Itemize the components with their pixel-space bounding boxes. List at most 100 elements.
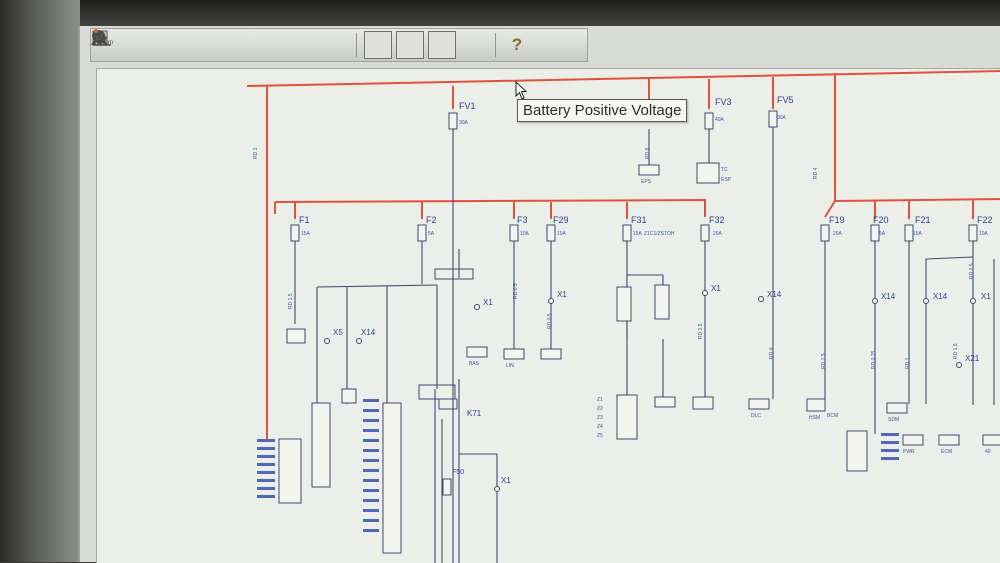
rotate-left-icon[interactable] bbox=[94, 30, 317, 59]
fuse-label-f21: F21 bbox=[915, 215, 931, 225]
svg-text:RD 0.5: RD 0.5 bbox=[547, 313, 553, 329]
signal-wires bbox=[294, 127, 995, 563]
hover-tooltip: Battery Positive Voltage bbox=[517, 99, 688, 122]
svg-text:RD 1.5: RD 1.5 bbox=[953, 343, 959, 359]
load-boxes bbox=[278, 162, 1000, 554]
connector-label-x1: X1 bbox=[557, 290, 567, 299]
magnifier-icon[interactable] bbox=[91, 30, 221, 59]
connector-label-x5: X5 bbox=[333, 328, 343, 337]
connector-label-x1: X1 bbox=[483, 298, 493, 307]
connector-label-x14: X14 bbox=[933, 292, 948, 301]
fuse-rating-f31: 15A bbox=[633, 231, 643, 237]
connector-label-x1: X1 bbox=[981, 292, 991, 301]
connector-label-x1: X1 bbox=[711, 284, 721, 293]
svg-text:mm: mm bbox=[103, 40, 113, 46]
page-references bbox=[257, 399, 899, 532]
fuse-label-f50: F50 bbox=[452, 469, 464, 476]
fuse-label-f29: F29 bbox=[553, 215, 569, 225]
svg-text:RD 1.5: RD 1.5 bbox=[821, 353, 827, 369]
wiring-diagram: FV1 FV3 FV5 F1 F2 F3 F29 F31 F32 F19 F20… bbox=[246, 70, 1000, 563]
load-label-lin: LIN bbox=[506, 363, 514, 369]
fuse-rating-f20: 5A bbox=[879, 231, 886, 237]
load-label-sdm: SDM bbox=[888, 417, 899, 423]
fuse-rating-f21: 15A bbox=[913, 231, 923, 237]
svg-text:RD 0.75: RD 0.75 bbox=[871, 350, 877, 369]
load-label-tc: TC bbox=[721, 167, 728, 173]
fuse-label-f2: F2 bbox=[426, 215, 437, 225]
toolbar: mm ? bbox=[90, 28, 588, 62]
svg-text:RD 4: RD 4 bbox=[813, 167, 819, 179]
schematic-viewer-window: mm ? bbox=[78, 26, 1000, 563]
fuse-label-f1: F1 bbox=[299, 215, 310, 225]
svg-text:RD 6: RD 6 bbox=[645, 147, 651, 159]
fuse-label-fv3: FV3 bbox=[715, 97, 732, 107]
load-label-pwr: PWR bbox=[903, 449, 915, 455]
svg-text:RD 1: RD 1 bbox=[253, 147, 259, 159]
load-label-esp: ESP bbox=[721, 177, 732, 183]
ground-symbol-icon[interactable]: mm bbox=[93, 29, 488, 59]
rotate-right-icon[interactable] bbox=[94, 30, 349, 59]
svg-text:RD 2.5: RD 2.5 bbox=[969, 263, 975, 279]
svg-text:RD 4: RD 4 bbox=[769, 347, 775, 359]
mouse-pointer-icon bbox=[515, 81, 529, 101]
connector-markers bbox=[324, 290, 976, 492]
fuse-label-fv1: FV1 bbox=[459, 101, 476, 111]
fit-width-icon[interactable] bbox=[92, 30, 456, 59]
fuse-symbols bbox=[290, 110, 978, 496]
fuse-rating-f19: 20A bbox=[833, 231, 843, 237]
connector-label-x14: X14 bbox=[361, 328, 376, 337]
load-label-bas: BAS bbox=[469, 361, 480, 367]
magnifier-alt-icon[interactable] bbox=[91, 30, 253, 59]
connector-label-x14: X14 bbox=[767, 290, 782, 299]
hand-pan-icon[interactable] bbox=[94, 31, 285, 59]
fuse-label-f22: F22 bbox=[977, 215, 993, 225]
toolbar-separator bbox=[356, 33, 357, 57]
load-label-bcm: BCM bbox=[827, 413, 838, 419]
fuse-rating-f32: 20A bbox=[713, 231, 723, 237]
pin-label-z5: Z5 bbox=[597, 433, 603, 439]
fuse-label-f19: F19 bbox=[829, 215, 845, 225]
zoom-out-icon[interactable] bbox=[92, 30, 189, 59]
fuse-label-f3: F3 bbox=[517, 215, 528, 225]
load-label-dlc: DLC bbox=[751, 413, 761, 419]
svg-text:RD 0.5: RD 0.5 bbox=[513, 283, 519, 299]
zoom-fit-icon[interactable] bbox=[92, 30, 157, 59]
svg-text:RD 2.5: RD 2.5 bbox=[698, 323, 704, 339]
fuse-rating-fv5: 30A bbox=[777, 115, 787, 121]
fuse-rating-f22: 10A bbox=[979, 231, 989, 237]
pin-label-z4: Z4 bbox=[597, 424, 603, 430]
help-icon[interactable]: ? bbox=[511, 35, 523, 54]
fuse-label-f32: F32 bbox=[709, 215, 725, 225]
svg-text:RD 1.5: RD 1.5 bbox=[288, 293, 294, 309]
relay-label-k71: K71 bbox=[467, 409, 482, 418]
fuse-rating-fv3: 40A bbox=[715, 117, 725, 123]
connector-label-x1: X1 bbox=[501, 476, 511, 485]
toolbar-separator bbox=[495, 33, 496, 57]
fuse-label-f31: F31 bbox=[631, 215, 647, 225]
pin-label-z1: Z1 bbox=[597, 397, 603, 403]
connector-label-x14: X14 bbox=[881, 292, 896, 301]
fuse-rating-f3: 10A bbox=[520, 231, 530, 237]
relay-block bbox=[418, 268, 474, 410]
power-bus bbox=[246, 70, 1000, 441]
connector-label-x21: X21 bbox=[965, 354, 980, 363]
fuse-rating-f1: 15A bbox=[301, 231, 311, 237]
pin-label-40: 40 bbox=[985, 449, 991, 455]
fuse-rating-f29: 10A bbox=[557, 231, 567, 237]
load-label-ecm: ECM bbox=[941, 449, 952, 455]
wire-codes: RD 1 RD 6 RD 4 RD 1.5 RD 0.5 RD 0.5 RD 2… bbox=[253, 147, 975, 369]
fuse-note-f31: Z1C1/ZSTOH bbox=[644, 231, 675, 237]
fuse-label-f20: F20 bbox=[873, 215, 889, 225]
schematic-canvas[interactable]: FV1 FV3 FV5 F1 F2 F3 F29 F31 F32 F19 F20… bbox=[96, 68, 1000, 563]
fuse-rating-f2: 5A bbox=[428, 231, 435, 237]
fit-page-icon[interactable] bbox=[92, 30, 392, 59]
load-label-hsm: HSM bbox=[809, 415, 820, 421]
pin-label-z2: Z2 bbox=[597, 406, 603, 412]
fuse-label-fv5: FV5 bbox=[777, 95, 794, 105]
load-label-eps: EPS bbox=[641, 179, 652, 185]
monitor-bezel-left bbox=[0, 0, 80, 562]
svg-text:RD 1: RD 1 bbox=[905, 357, 911, 369]
fuse-rating-fv1: 30A bbox=[459, 120, 469, 126]
pin-label-z3: Z3 bbox=[597, 415, 603, 421]
fit-height-icon[interactable] bbox=[92, 30, 424, 59]
